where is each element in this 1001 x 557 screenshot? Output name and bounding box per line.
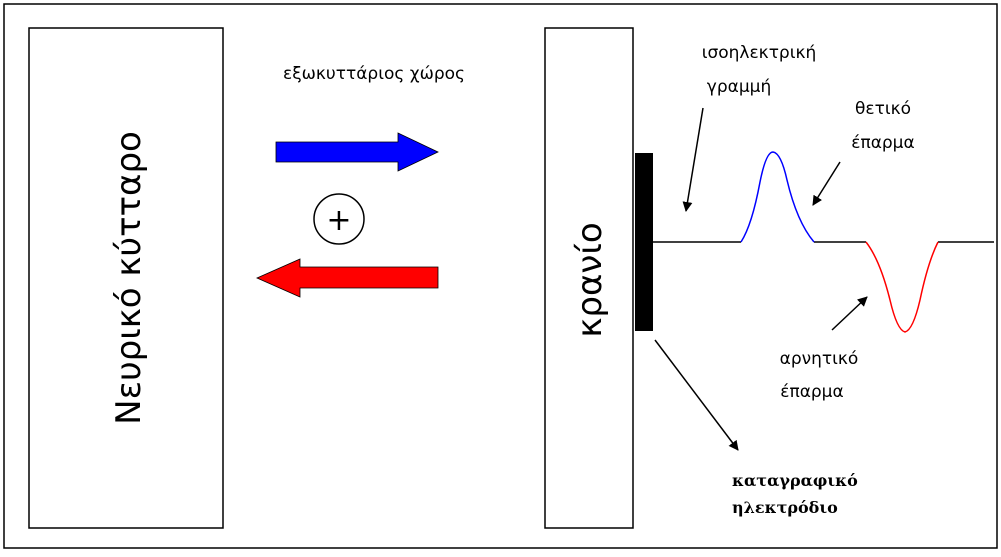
- blue-right-arrow: [275, 132, 439, 172]
- neuron-label: Νευρικό κύτταρο: [109, 131, 149, 425]
- positive-pointer-arrow: [812, 161, 841, 206]
- isoelectric-label-line1: ισοηλεκτρική: [702, 43, 817, 63]
- red-left-arrow: [256, 258, 439, 298]
- negative-pointer-arrow: [831, 296, 868, 331]
- negative-label-line1: αρνητικό: [780, 349, 859, 369]
- electrode-label-line1: καταγραφικό: [732, 471, 858, 490]
- skull-box: [544, 27, 634, 529]
- electrode-label-line2: ηλεκτρόδιο: [732, 498, 838, 517]
- recording-electrode: [635, 153, 653, 331]
- outer-frame: [3, 3, 998, 549]
- isoelectric-pointer-arrow: [682, 107, 704, 212]
- positive-wave: [740, 151, 815, 243]
- positive-label-line2: έπαρμα: [851, 133, 914, 153]
- skull-label: κρανίο: [570, 222, 610, 337]
- positive-label-line1: θετικό: [855, 99, 911, 119]
- plus-circle: [313, 193, 365, 245]
- electrode-pointer-arrow: [654, 339, 739, 451]
- extracellular-label: εξωκυττάριος χώρος: [283, 64, 465, 84]
- negative-wave: [865, 241, 939, 333]
- plus-sign: +: [326, 203, 351, 238]
- isoelectric-label-line2: γραμμή: [707, 77, 771, 97]
- neuron-box: [28, 27, 224, 529]
- negative-label-line2: έπαρμα: [780, 382, 843, 402]
